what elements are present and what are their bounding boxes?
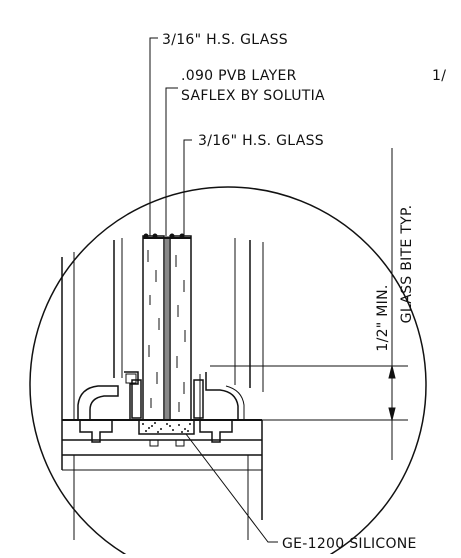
aluminum-extrusion (62, 371, 263, 540)
leader-silicone (185, 433, 278, 543)
label-bite-line2: GLASS BITE TYP. (399, 205, 415, 324)
frame-walls (61, 238, 264, 470)
leader-inner-glass (183, 139, 192, 236)
silicone-stipple (142, 422, 191, 433)
dim-arrow-top (388, 365, 396, 379)
silicone-bed (138, 419, 195, 435)
leader-lines (149, 37, 278, 543)
right-setting-block (193, 379, 204, 419)
label-pvb-line1: .090 PVB LAYER (181, 68, 297, 84)
label-bite-line1: 1/2" MIN. (375, 284, 391, 351)
left-setting-block (131, 379, 142, 419)
label-pvb-line2: SAFLEX BY SOLUTIA (181, 88, 325, 104)
dim-arrow-bottom (388, 407, 396, 421)
label-inner-glass: 3/16" H.S. GLASS (198, 133, 324, 149)
outer-glass-lite (142, 235, 165, 421)
inner-glass-lite (169, 235, 192, 421)
glass-hatching (147, 250, 186, 412)
detail-circle (29, 186, 427, 558)
laminated-glass (142, 233, 192, 421)
leader-pvb (165, 87, 178, 236)
leader-outer-glass (149, 37, 158, 236)
label-outer-glass: 3/16" H.S. GLASS (162, 32, 288, 48)
label-corner-fragment: 1/ (432, 68, 446, 84)
glass-bite-dimension (210, 148, 408, 460)
label-silicone: GE-1200 SILICONE (282, 536, 417, 552)
